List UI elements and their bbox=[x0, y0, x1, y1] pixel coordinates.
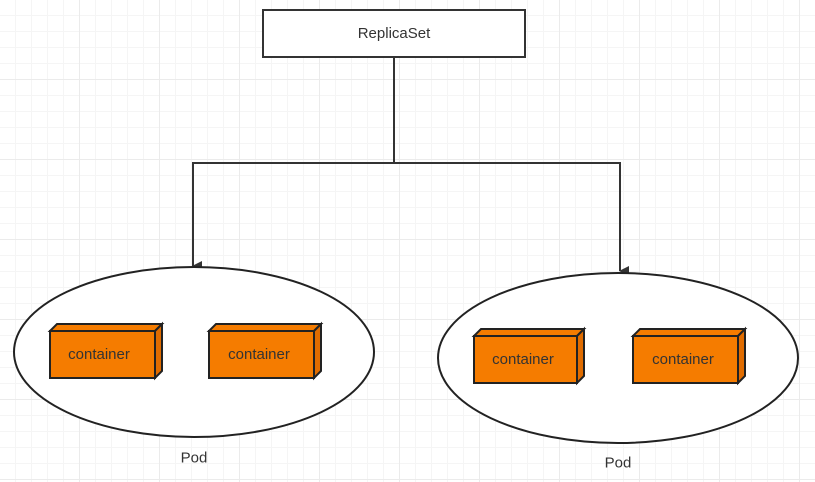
container-side-face bbox=[154, 321, 163, 381]
pod-2-label: Pod bbox=[605, 455, 632, 472]
container-front-face bbox=[632, 335, 739, 384]
container-front-face bbox=[473, 335, 578, 384]
pod-1[interactable]: container container Pod bbox=[13, 266, 375, 467]
container-top-face bbox=[206, 323, 324, 332]
pod-1-container-1[interactable]: container bbox=[47, 321, 165, 381]
pod-2-container-1[interactable]: container bbox=[471, 326, 587, 386]
container-label: container bbox=[492, 351, 554, 368]
container-top-face bbox=[630, 328, 748, 337]
replicaset-node[interactable]: ReplicaSet bbox=[262, 9, 526, 58]
container-side-face bbox=[576, 326, 585, 386]
container-top-face bbox=[47, 323, 165, 332]
edge-replicaset-to-pod-1 bbox=[192, 57, 395, 271]
container-label: container bbox=[68, 346, 130, 363]
pod-1-container-2[interactable]: container bbox=[206, 321, 324, 381]
container-top-face bbox=[471, 328, 587, 337]
pod-1-ellipse bbox=[13, 266, 375, 438]
container-front-face bbox=[49, 330, 156, 379]
replicaset-box bbox=[262, 9, 526, 58]
edges bbox=[192, 57, 629, 276]
replicaset-label: ReplicaSet bbox=[358, 25, 431, 42]
edge-replicaset-to-pod-2 bbox=[394, 162, 629, 276]
pod-2[interactable]: container container Pod bbox=[437, 272, 799, 472]
pod-2-container-2[interactable]: container bbox=[630, 326, 748, 386]
container-label: container bbox=[652, 351, 714, 368]
pod-1-label: Pod bbox=[181, 450, 208, 467]
container-front-face bbox=[208, 330, 315, 379]
container-label: container bbox=[228, 346, 290, 363]
container-side-face bbox=[313, 321, 322, 381]
pod-2-ellipse bbox=[437, 272, 799, 444]
container-side-face bbox=[737, 326, 746, 386]
